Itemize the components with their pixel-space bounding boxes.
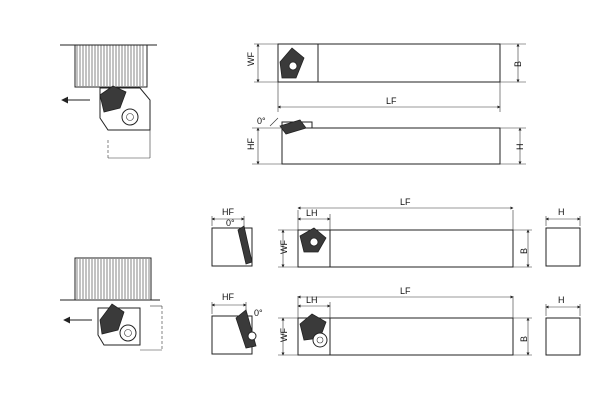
shank-side-view — [281, 127, 501, 165]
cross-section-bottom — [545, 317, 581, 356]
h-label-mid: H — [558, 207, 565, 217]
shank-top-view — [277, 43, 501, 83]
wf-label-bottom: WF — [279, 328, 289, 342]
hf-label-bottom: HF — [222, 292, 234, 302]
insert-side-view — [279, 119, 307, 135]
hf-label-mid: HF — [222, 207, 234, 217]
cross-section-mid — [545, 227, 581, 267]
bottom-end-view: HF 0° — [211, 292, 263, 355]
bottom-application-sketch — [60, 257, 163, 351]
lf-label-top: LF — [386, 96, 397, 106]
workpiece-thread-top — [74, 44, 148, 88]
wf-label-mid: WF — [279, 240, 289, 254]
angle-label-side: 0° — [257, 116, 266, 126]
top-application-sketch — [60, 44, 157, 159]
mid-cross-section: H — [545, 207, 581, 267]
thread-lines-top — [76, 45, 144, 86]
angle-label-bottom: 0° — [254, 308, 263, 318]
b-label-mid: B — [519, 248, 529, 254]
b-label-top: B — [513, 61, 523, 67]
angle-label-mid: 0° — [226, 218, 235, 228]
insert-end-view-mid — [237, 225, 253, 265]
bottom-cross-section: H — [545, 295, 581, 356]
bottom-plan-view: LF LH WF B — [278, 286, 532, 356]
insert-bottom — [99, 303, 125, 335]
h-label-bottom: H — [558, 295, 565, 305]
thread-lines-bottom — [76, 259, 150, 299]
h-label-side: H — [515, 144, 525, 151]
b-label-bottom: B — [519, 336, 529, 342]
lh-label-bottom: LH — [306, 295, 318, 305]
lf-label-mid: LF — [400, 197, 411, 207]
hf-label-side: HF — [246, 138, 256, 150]
top-view: WF B LF — [246, 43, 526, 112]
lf-label-bottom: LF — [400, 286, 411, 296]
clamp-screw-plan-bottom — [312, 332, 328, 348]
clamp-screw-bottom — [119, 324, 137, 342]
shank-plan-view-bottom — [297, 317, 514, 356]
wf-label-top: WF — [246, 52, 256, 66]
side-view: 0° HF H — [246, 116, 526, 165]
clamp-screw-top — [121, 108, 139, 126]
insert-top — [99, 85, 127, 113]
mid-plan-view: LF LH WF B — [278, 197, 532, 268]
shank-plan-view-mid — [297, 229, 514, 268]
lh-label-mid: LH — [306, 208, 318, 218]
mid-end-view: HF 0° — [211, 207, 253, 267]
